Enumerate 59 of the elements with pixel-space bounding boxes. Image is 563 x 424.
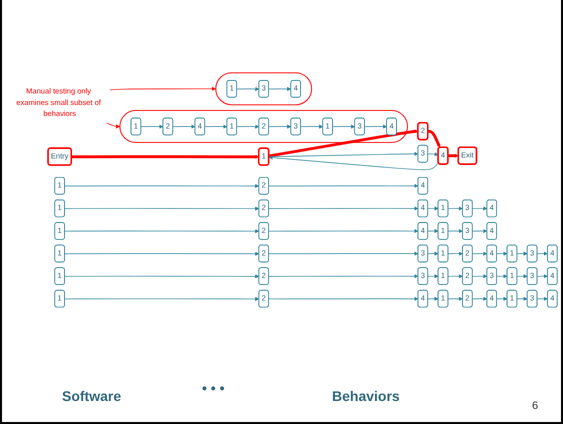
ellipsis-mark: • • • [202, 380, 224, 396]
arrow [428, 228, 438, 234]
arrow [268, 124, 292, 129]
arrow [448, 274, 463, 278]
arrow [332, 124, 356, 129]
arrow [428, 152, 438, 156]
arrow [448, 206, 463, 211]
arrow [268, 274, 418, 278]
section-heading: Behaviors [332, 388, 400, 404]
arrow [236, 124, 260, 129]
arrow [268, 184, 418, 188]
arrow [516, 252, 528, 256]
arrow [536, 296, 548, 301]
arrow [448, 296, 463, 301]
arrow [268, 228, 418, 234]
arrow [72, 154, 260, 159]
arrow [64, 206, 260, 211]
arrow [106, 122, 120, 129]
arrow [427, 130, 440, 148]
arrow [472, 296, 488, 301]
arrow [300, 124, 324, 129]
arrow [472, 228, 488, 234]
arrow [496, 274, 508, 278]
arrow [268, 206, 418, 210]
arrow [64, 229, 260, 234]
arrow [536, 274, 548, 278]
arrow [516, 274, 528, 278]
arrow [268, 86, 292, 92]
arrow [448, 252, 463, 256]
arrow [236, 86, 260, 92]
arrow [268, 156, 439, 170]
arrow [268, 252, 418, 256]
arrow [64, 296, 260, 302]
arrow [64, 184, 260, 188]
page-number: 6 [532, 400, 538, 412]
arrow [472, 206, 488, 210]
arrow [536, 252, 548, 256]
section-heading: Software [62, 388, 122, 404]
arrow [472, 252, 488, 256]
arrow [64, 252, 260, 256]
arrow [64, 274, 260, 278]
arrow [496, 296, 508, 301]
arrow [428, 274, 438, 278]
arrow [428, 252, 438, 256]
arrow [428, 296, 438, 301]
arrow [172, 124, 196, 129]
arrow [204, 124, 228, 129]
cluster [119, 110, 408, 143]
arrow [268, 129, 418, 158]
arrow [364, 124, 388, 129]
arrow [140, 124, 164, 129]
arrow [109, 86, 216, 91]
arrow [472, 274, 488, 278]
cluster [215, 72, 312, 106]
arrow [268, 296, 418, 301]
arrow [448, 229, 463, 234]
arrow [496, 252, 508, 256]
arrow [516, 296, 528, 301]
arrow [428, 206, 438, 210]
